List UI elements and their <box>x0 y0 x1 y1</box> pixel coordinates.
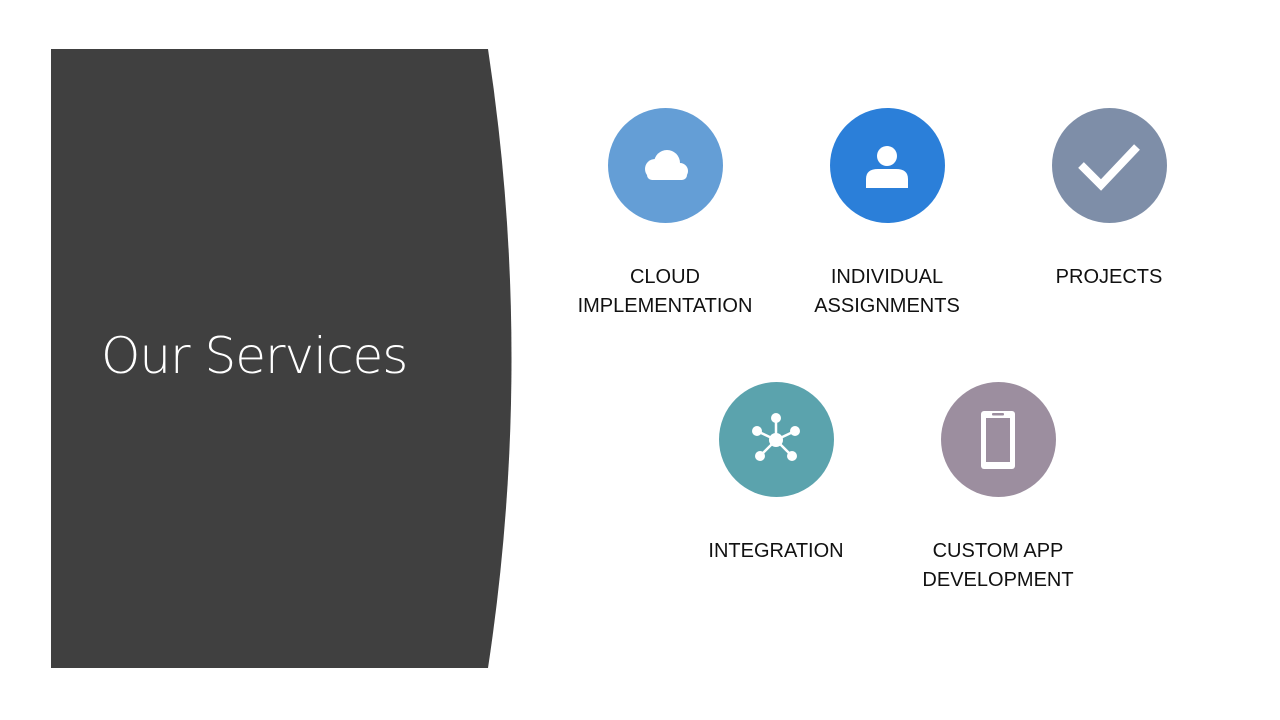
service-label: INDIVIDUAL ASSIGNMENTS <box>814 266 960 317</box>
slide-title: Our Services <box>101 327 408 385</box>
mobile-phone-icon-circle <box>940 382 1056 497</box>
mobile-phone-icon <box>981 410 1015 469</box>
user-icon <box>866 145 908 188</box>
service-projects: PROJECTS <box>989 108 1229 292</box>
service-integration: INTEGRATION <box>656 382 896 566</box>
service-label: PROJECTS <box>1055 266 1163 288</box>
network-hub-icon-circle <box>718 382 834 497</box>
service-label: INTEGRATION <box>708 540 844 562</box>
service-custom-app-development: CUSTOM APP DEVELOPMENT <box>878 382 1118 595</box>
user-icon-circle <box>829 108 945 223</box>
network-hub-icon <box>752 412 800 461</box>
service-cloud-implementation: CLOUD IMPLEMENTATION <box>545 108 785 321</box>
service-label: CLOUD IMPLEMENTATION <box>577 266 753 317</box>
cloud-icon <box>645 149 688 180</box>
checkmark-icon-circle <box>1051 108 1167 223</box>
cloud-icon-circle <box>607 108 723 223</box>
service-individual-assignments: INDIVIDUAL ASSIGNMENTS <box>767 108 1007 321</box>
checkmark-icon <box>1078 143 1140 191</box>
service-label: CUSTOM APP DEVELOPMENT <box>922 540 1074 591</box>
